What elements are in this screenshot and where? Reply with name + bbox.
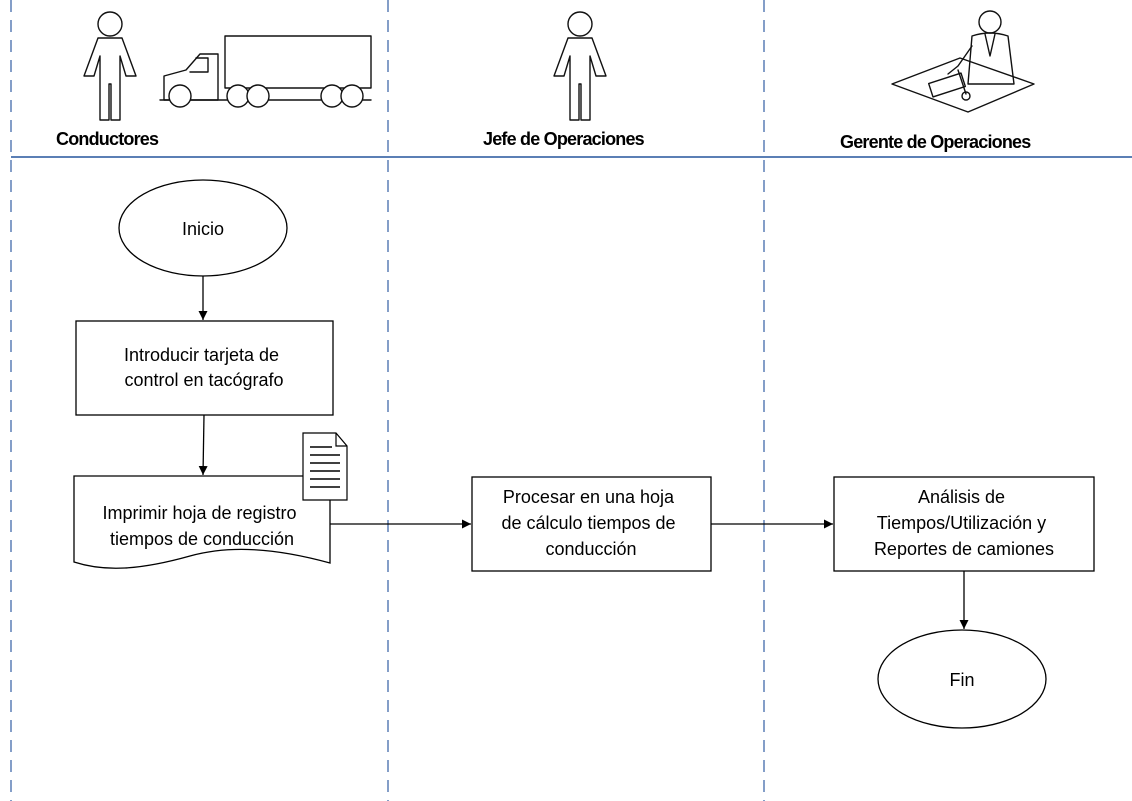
document-icon [302, 432, 348, 501]
process-sheet-line-1: Procesar en una hoja [503, 487, 675, 507]
process-sheet-line-3: conducción [545, 539, 636, 559]
print-sheet-text: Imprimir hoja de registro tiempos de con… [102, 503, 301, 549]
print-sheet-line-2: tiempos de conducción [110, 529, 294, 549]
insert-card-line-1: Introducir tarjeta de [124, 345, 279, 365]
insert-card-line-2: control en tacógrafo [124, 370, 283, 390]
analysis-line-2: Tiempos/Utilización y [877, 513, 1046, 533]
person-icon [553, 11, 607, 121]
process-sheet-line-2: de cálculo tiempos de [501, 513, 675, 533]
process-box-insert-card: Introducir tarjeta de control en tacógra… [75, 320, 334, 416]
analysis-line-3: Reportes de camiones [874, 539, 1054, 559]
document-node-print-sheet: Imprimir hoja de registro tiempos de con… [73, 475, 331, 569]
print-sheet-line-1: Imprimir hoja de registro [102, 503, 296, 523]
process-box-analysis: Análisis de Tiempos/Utilización y Report… [833, 476, 1095, 572]
person-icon [83, 11, 137, 121]
process-sheet-text: Procesar en una hoja de cálculo tiempos … [501, 487, 680, 559]
truck-icon [159, 35, 372, 108]
analysis-text: Análisis de Tiempos/Utilización y Report… [874, 487, 1054, 559]
lane-title-jefe: Jefe de Operaciones [483, 129, 645, 149]
analysis-line-1: Análisis de [918, 487, 1005, 507]
start-node: Inicio [118, 179, 288, 277]
lane-title-gerente: Gerente de Operaciones [840, 132, 1031, 152]
start-label: Inicio [182, 219, 224, 239]
process-box-process-sheet: Procesar en una hoja de cálculo tiempos … [471, 476, 712, 572]
lane-title-conductores: Conductores [56, 129, 159, 149]
end-label: Fin [949, 670, 974, 690]
manager-at-desk-icon [891, 10, 1035, 113]
end-node: Fin [877, 629, 1047, 729]
arrow-insert-to-print [198, 414, 208, 476]
insert-card-text: Introducir tarjeta de control en tacógra… [124, 345, 284, 390]
